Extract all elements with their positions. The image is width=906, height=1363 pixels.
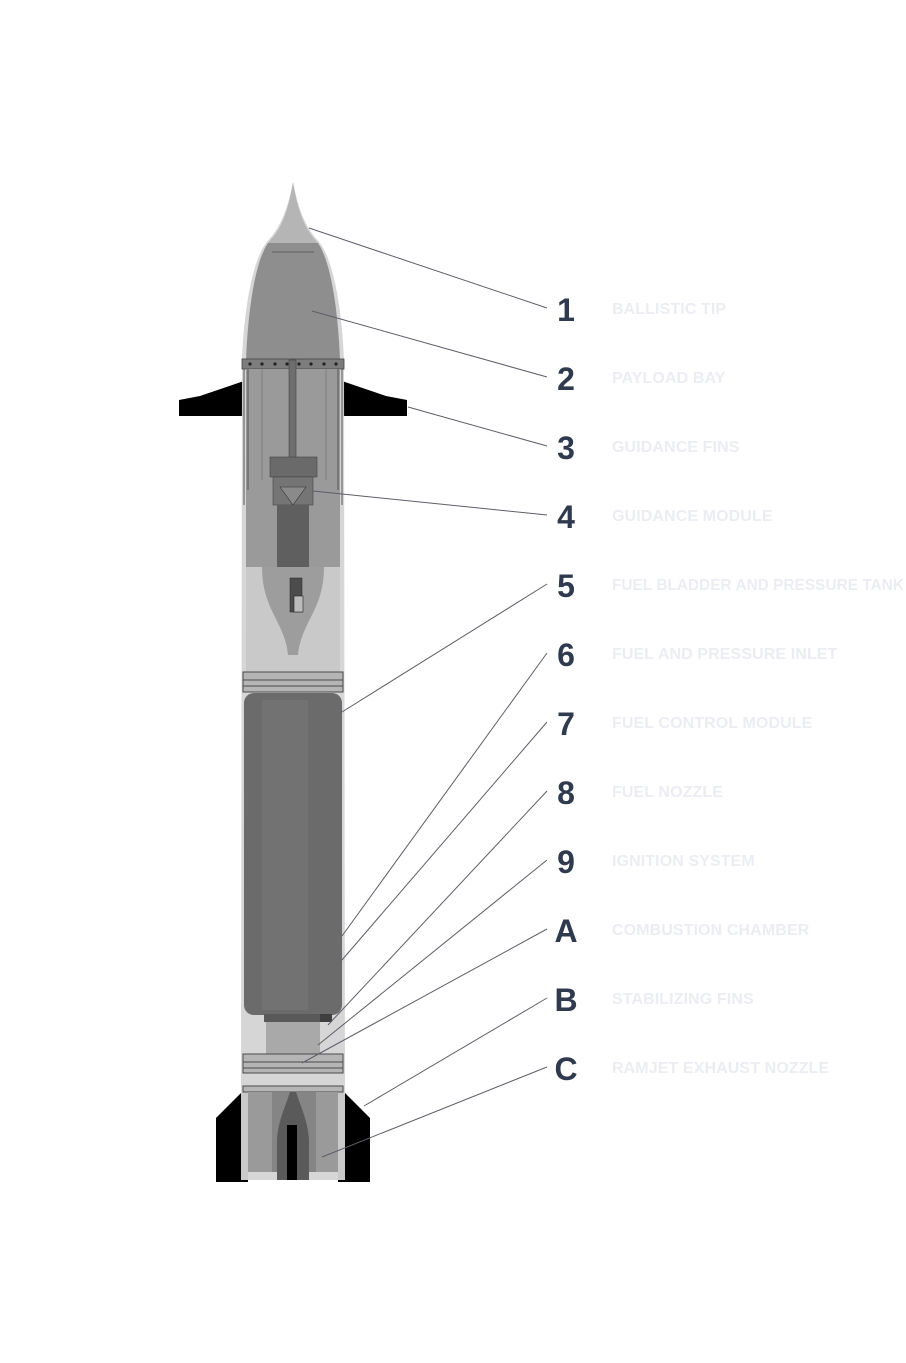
- fuel-control-module: [264, 1014, 322, 1022]
- leader-line-C: [321, 1066, 548, 1158]
- guidance-module-cap: [269, 456, 318, 478]
- stabilizing-fin-left: [216, 1092, 248, 1182]
- callout-label-8: FUEL NOZZLE: [612, 784, 723, 801]
- callout-number-9: 9: [557, 844, 575, 880]
- callout-label-2: PAYLOAD BAY: [612, 370, 726, 387]
- leader-line-6: [341, 652, 548, 937]
- callout-number-A: A: [554, 913, 577, 949]
- callout-label-3: GUIDANCE FINS: [612, 439, 740, 456]
- callout-label-B: STABILIZING FINS: [612, 991, 754, 1008]
- callout-label-1: BALLISTIC TIP: [612, 301, 726, 318]
- leader-line-7: [341, 721, 548, 961]
- leader-line-5: [341, 583, 548, 713]
- leader-line-2: [311, 310, 548, 378]
- leader-line-9: [317, 859, 548, 1046]
- leader-line-A: [301, 928, 548, 1064]
- band-rivets: [248, 362, 338, 366]
- ignition-rings: [242, 1053, 344, 1093]
- stabilizing-fin-right: [338, 1092, 370, 1182]
- callout-number-C: C: [554, 1051, 577, 1087]
- callout-label-C: RAMJET EXHAUST NOZZLE: [612, 1060, 829, 1077]
- callouts: 1 BALLISTIC TIP 2 PAYLOAD BAY 3 GUIDANCE…: [554, 292, 904, 1087]
- guidance-fin-right: [342, 381, 407, 416]
- payload-bay: [246, 243, 340, 360]
- callout-number-3: 3: [557, 430, 575, 466]
- missile-illustration: [179, 182, 407, 1182]
- guidance-module-body: [277, 505, 309, 577]
- callout-label-9: IGNITION SYSTEM: [612, 853, 755, 870]
- leader-line-1: [308, 227, 548, 309]
- callout-number-6: 6: [557, 637, 575, 673]
- callout-number-4: 4: [557, 499, 575, 535]
- callout-number-2: 2: [557, 361, 575, 397]
- ballistic-tip: [268, 182, 318, 243]
- leader-line-4: [312, 490, 548, 516]
- leader-line-8: [327, 790, 548, 1026]
- callout-number-8: 8: [557, 775, 575, 811]
- callout-label-6: FUEL AND PRESSURE INLET: [612, 646, 838, 663]
- leader-line-3: [407, 406, 548, 447]
- callout-label-4: GUIDANCE MODULE: [612, 508, 773, 525]
- callout-number-5: 5: [557, 568, 575, 604]
- callout-label-7: FUEL CONTROL MODULE: [612, 715, 813, 732]
- leader-line-B: [363, 997, 548, 1107]
- callout-number-B: B: [554, 982, 577, 1018]
- callout-number-1: 1: [557, 292, 575, 328]
- leader-lines: [301, 227, 548, 1158]
- guidance-fin-left: [179, 381, 244, 416]
- callout-number-7: 7: [557, 706, 575, 742]
- callout-label-A: COMBUSTION CHAMBER: [612, 922, 810, 939]
- inlet-rings: [242, 671, 344, 693]
- callout-label-5: FUEL BLADDER AND PRESSURE TANK: [612, 577, 904, 594]
